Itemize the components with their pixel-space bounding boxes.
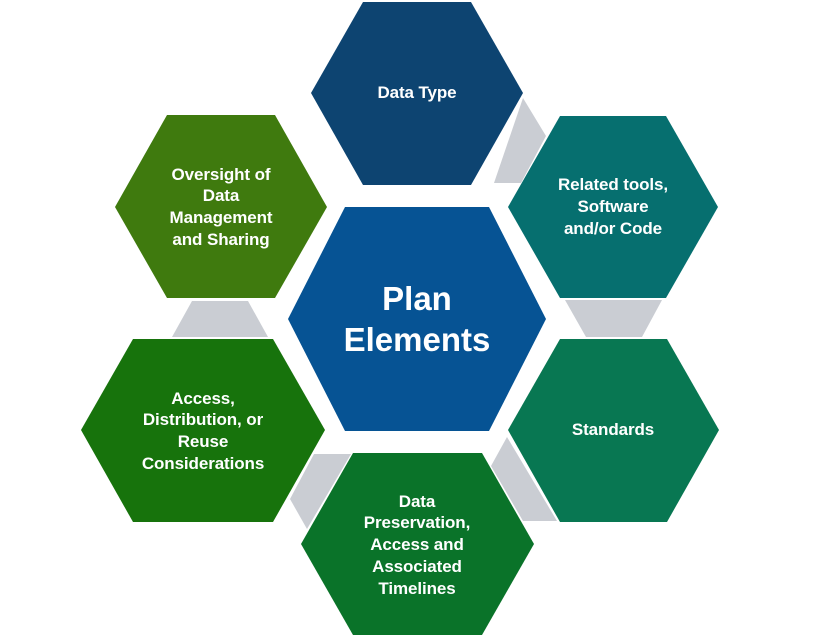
connector-datatype-related [494,98,546,183]
connector-standards-preservation [491,437,557,521]
connector-preservation-access [290,454,351,529]
connector-related-standards [565,300,662,337]
center-hexagon-plan-elements [288,207,546,431]
hexagon-data-type [311,2,523,185]
hexagon-data-preservation [301,453,534,635]
connector-access-oversight [172,301,268,337]
hexagons [81,2,719,635]
hexagon-oversight [115,115,327,298]
hexagon-related-tools [508,116,718,298]
connectors [172,98,662,529]
hexagon-standards [508,339,719,522]
hexagon-access-distribution [81,339,325,522]
